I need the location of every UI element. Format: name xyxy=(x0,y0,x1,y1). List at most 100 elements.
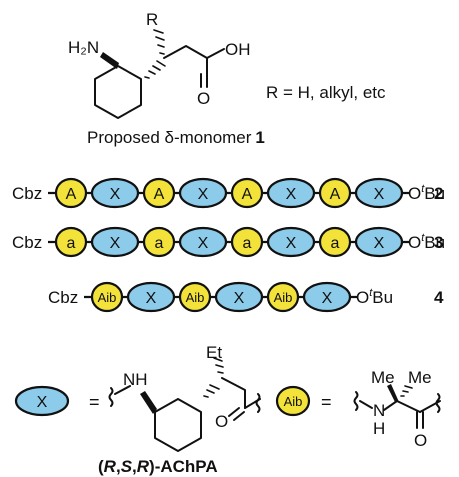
cyclohexane-ring-bond xyxy=(94,65,142,119)
r-definition: R = H, alkyl, etc xyxy=(266,83,386,102)
x-unit-bead: X xyxy=(126,281,176,313)
achpa-nh-wedge xyxy=(140,391,157,414)
bead-label: X xyxy=(110,186,121,203)
achpa-nh-label: NH xyxy=(123,370,148,389)
legend-aib-bead xyxy=(275,385,311,417)
bead-label: X xyxy=(110,235,121,252)
x-unit-bead: X xyxy=(302,281,352,313)
r-label: R xyxy=(146,10,158,29)
bead-label: X xyxy=(374,186,385,203)
n-cap-label: Cbz xyxy=(48,288,78,307)
alpha-unit-bead: A xyxy=(54,177,88,209)
bead-label: X xyxy=(286,186,297,203)
amine-label: H₂N xyxy=(68,38,99,57)
bead-label: X xyxy=(198,235,209,252)
alpha-unit-bead: A xyxy=(230,177,264,209)
achpa-ring-bond xyxy=(154,398,202,452)
achpa-carbonyl-a xyxy=(228,407,240,417)
alpha-unit-bead: a xyxy=(318,226,352,258)
amine-wedge-bond xyxy=(100,52,119,69)
legend-aib-bead-label: Aib xyxy=(284,394,303,409)
legend: X = NH Et O Aib = xyxy=(14,343,441,476)
aib-me2-hashed xyxy=(400,385,413,397)
alpha-unit-bead: Aib xyxy=(178,281,212,313)
achpa-hashed-et xyxy=(213,357,224,374)
achpa-wavy-bond-n xyxy=(108,387,114,407)
bead-label: Aib xyxy=(274,290,293,305)
achpa-caption: (R,S,R)-AChPA xyxy=(98,457,218,476)
aib-n-label: N xyxy=(373,401,385,420)
achpa-chain-bond xyxy=(221,377,246,409)
achpa-o-label: O xyxy=(215,412,228,431)
bead-label: X xyxy=(234,290,245,307)
x-unit-bead: X xyxy=(214,281,264,313)
bead-label: a xyxy=(331,235,340,252)
achpa-carbonyl-b xyxy=(233,411,245,421)
aib-me2-label: Me xyxy=(408,368,432,387)
achpa-wavy-bond-c xyxy=(255,393,261,413)
oh-label: OH xyxy=(225,40,251,59)
x-unit-bead: X xyxy=(354,226,404,258)
chain-4: Cbz Aib X Aib X Aib X OtBu 4 xyxy=(48,281,444,313)
bead-label: X xyxy=(322,290,333,307)
alpha-unit-bead: A xyxy=(318,177,352,209)
aib-n-calpha-bond xyxy=(383,400,398,411)
c-cap-label: OtBu xyxy=(356,287,393,307)
x-unit-bead: X xyxy=(90,177,140,209)
x-unit-bead: X xyxy=(178,177,228,209)
equals-sign-2: = xyxy=(321,392,332,412)
carbonyl-o-label: O xyxy=(197,89,210,108)
bead-label: A xyxy=(330,186,341,203)
bead-label: X xyxy=(374,235,385,252)
legend-x-bead-label: X xyxy=(37,394,48,411)
aib-n-bond xyxy=(359,400,373,409)
bead-label: a xyxy=(243,235,252,252)
legend-x-bead xyxy=(14,385,70,417)
x-unit-bead: X xyxy=(178,226,228,258)
alpha-unit-bead: A xyxy=(142,177,176,209)
compound-number: 3 xyxy=(434,233,443,252)
achpa-nh-bond xyxy=(114,385,131,395)
bead-label: X xyxy=(198,186,209,203)
aib-me1-wedge xyxy=(387,384,399,402)
x-unit-bead: X xyxy=(266,226,316,258)
n-cap-label: Cbz xyxy=(12,184,42,203)
achpa-hashed-bond xyxy=(203,384,220,398)
alpha-unit-bead: Aib xyxy=(90,281,124,313)
side-chain-bond xyxy=(163,45,208,77)
achpa-et-label: Et xyxy=(206,343,222,362)
bead-label: a xyxy=(155,235,164,252)
aib-calpha-co-bond xyxy=(396,400,421,413)
x-unit-bead: X xyxy=(90,226,140,258)
bead-label: X xyxy=(286,235,297,252)
alpha-unit-bead: a xyxy=(142,226,176,258)
x-unit-bead: X xyxy=(266,177,316,209)
compound-number: 4 xyxy=(434,288,444,307)
aib-o-label: O xyxy=(414,431,427,450)
bead-label: Aib xyxy=(98,290,117,305)
bead-label: A xyxy=(154,186,165,203)
bead-label: A xyxy=(66,186,77,203)
x-unit-bead: X xyxy=(354,177,404,209)
bead-label: a xyxy=(67,235,76,252)
c-cap-label: OtBu xyxy=(408,183,445,203)
aib-wavy-bond-c xyxy=(435,393,441,413)
monomer-structure: R H₂N OH O R = H, alkyl, etc Proposed δ-… xyxy=(68,10,386,147)
n-cap-label: Cbz xyxy=(12,233,42,252)
bead-label: Aib xyxy=(186,290,205,305)
aib-wavy-bond-n xyxy=(353,391,359,411)
bead-label: A xyxy=(242,186,253,203)
aib-me1-label: Me xyxy=(371,368,395,387)
acid-oh-bond xyxy=(206,48,225,59)
alpha-unit-bead: a xyxy=(230,226,264,258)
compound-number: 2 xyxy=(434,184,443,203)
alpha-unit-bead: a xyxy=(54,226,88,258)
alpha-unit-bead: Aib xyxy=(266,281,300,313)
equals-sign-1: = xyxy=(89,392,100,412)
hashed-bond xyxy=(144,60,166,79)
